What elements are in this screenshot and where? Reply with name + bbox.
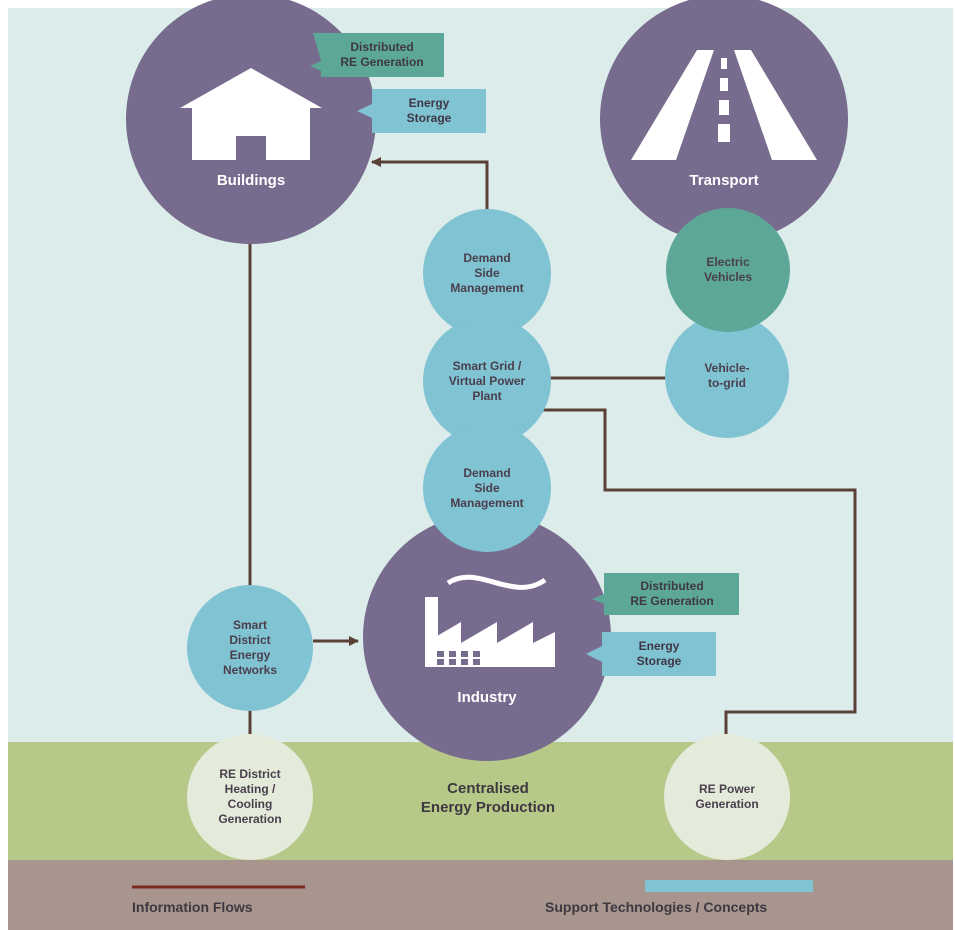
transport-hub	[600, 0, 848, 243]
smart-grid-node	[423, 317, 551, 445]
information-flows-legend-label: Information Flows	[132, 899, 253, 916]
re-power-generation-node	[664, 734, 790, 860]
industry-label: Industry	[457, 688, 517, 706]
flow-dsm-to-buildings	[371, 157, 489, 230]
production-band	[8, 742, 953, 860]
buildings-storage-label: Energy Storage	[406, 96, 452, 125]
re-district-heating-node	[187, 734, 313, 860]
buildings-storage-tag	[357, 89, 486, 133]
buildings-label: Buildings	[216, 171, 286, 189]
support-technologies-legend-label: Support Technologies / Concepts	[545, 899, 768, 916]
legend-band	[8, 860, 953, 930]
dsm-top-node	[423, 209, 551, 337]
industry-generation-tag	[592, 573, 739, 615]
smart-district-node	[187, 585, 313, 711]
flow-smart-grid-to-re-power	[512, 408, 857, 749]
buildings-generation-label: Distributed RE Generation	[340, 40, 424, 69]
smart-district-label: Smart District Energy Networks	[222, 618, 278, 677]
buildings-generation-tag	[310, 33, 444, 77]
industry-generation-label: Distributed RE Generation	[630, 579, 714, 608]
road-icon	[631, 50, 817, 160]
transport-label: Transport	[689, 171, 759, 189]
house-icon	[180, 68, 322, 160]
electric-vehicles-node	[666, 208, 790, 332]
re-district-heating-label: RE District Heating / Cooling Generation	[218, 767, 282, 826]
dsm-bottom-node	[423, 424, 551, 552]
dsm-top-label: Demand Side Management	[450, 250, 524, 295]
vehicle-to-grid-node	[665, 314, 789, 438]
vehicle-to-grid-label: Vehicle- to-grid	[704, 361, 750, 390]
support-technology-swatch	[645, 880, 813, 892]
electric-vehicles-label: Electric Vehicles	[703, 255, 753, 284]
centralised-production-label: Centralised Energy Production	[420, 780, 556, 816]
industry-storage-tag	[586, 632, 716, 676]
dsm-bottom-label: Demand Side Management	[450, 465, 524, 510]
factory-icon	[425, 574, 555, 667]
industry-storage-label: Energy Storage	[636, 639, 682, 668]
re-power-generation-label: RE Power Generation	[695, 782, 759, 811]
smart-grid-label: Smart Grid / Virtual Power Plant	[448, 358, 526, 403]
